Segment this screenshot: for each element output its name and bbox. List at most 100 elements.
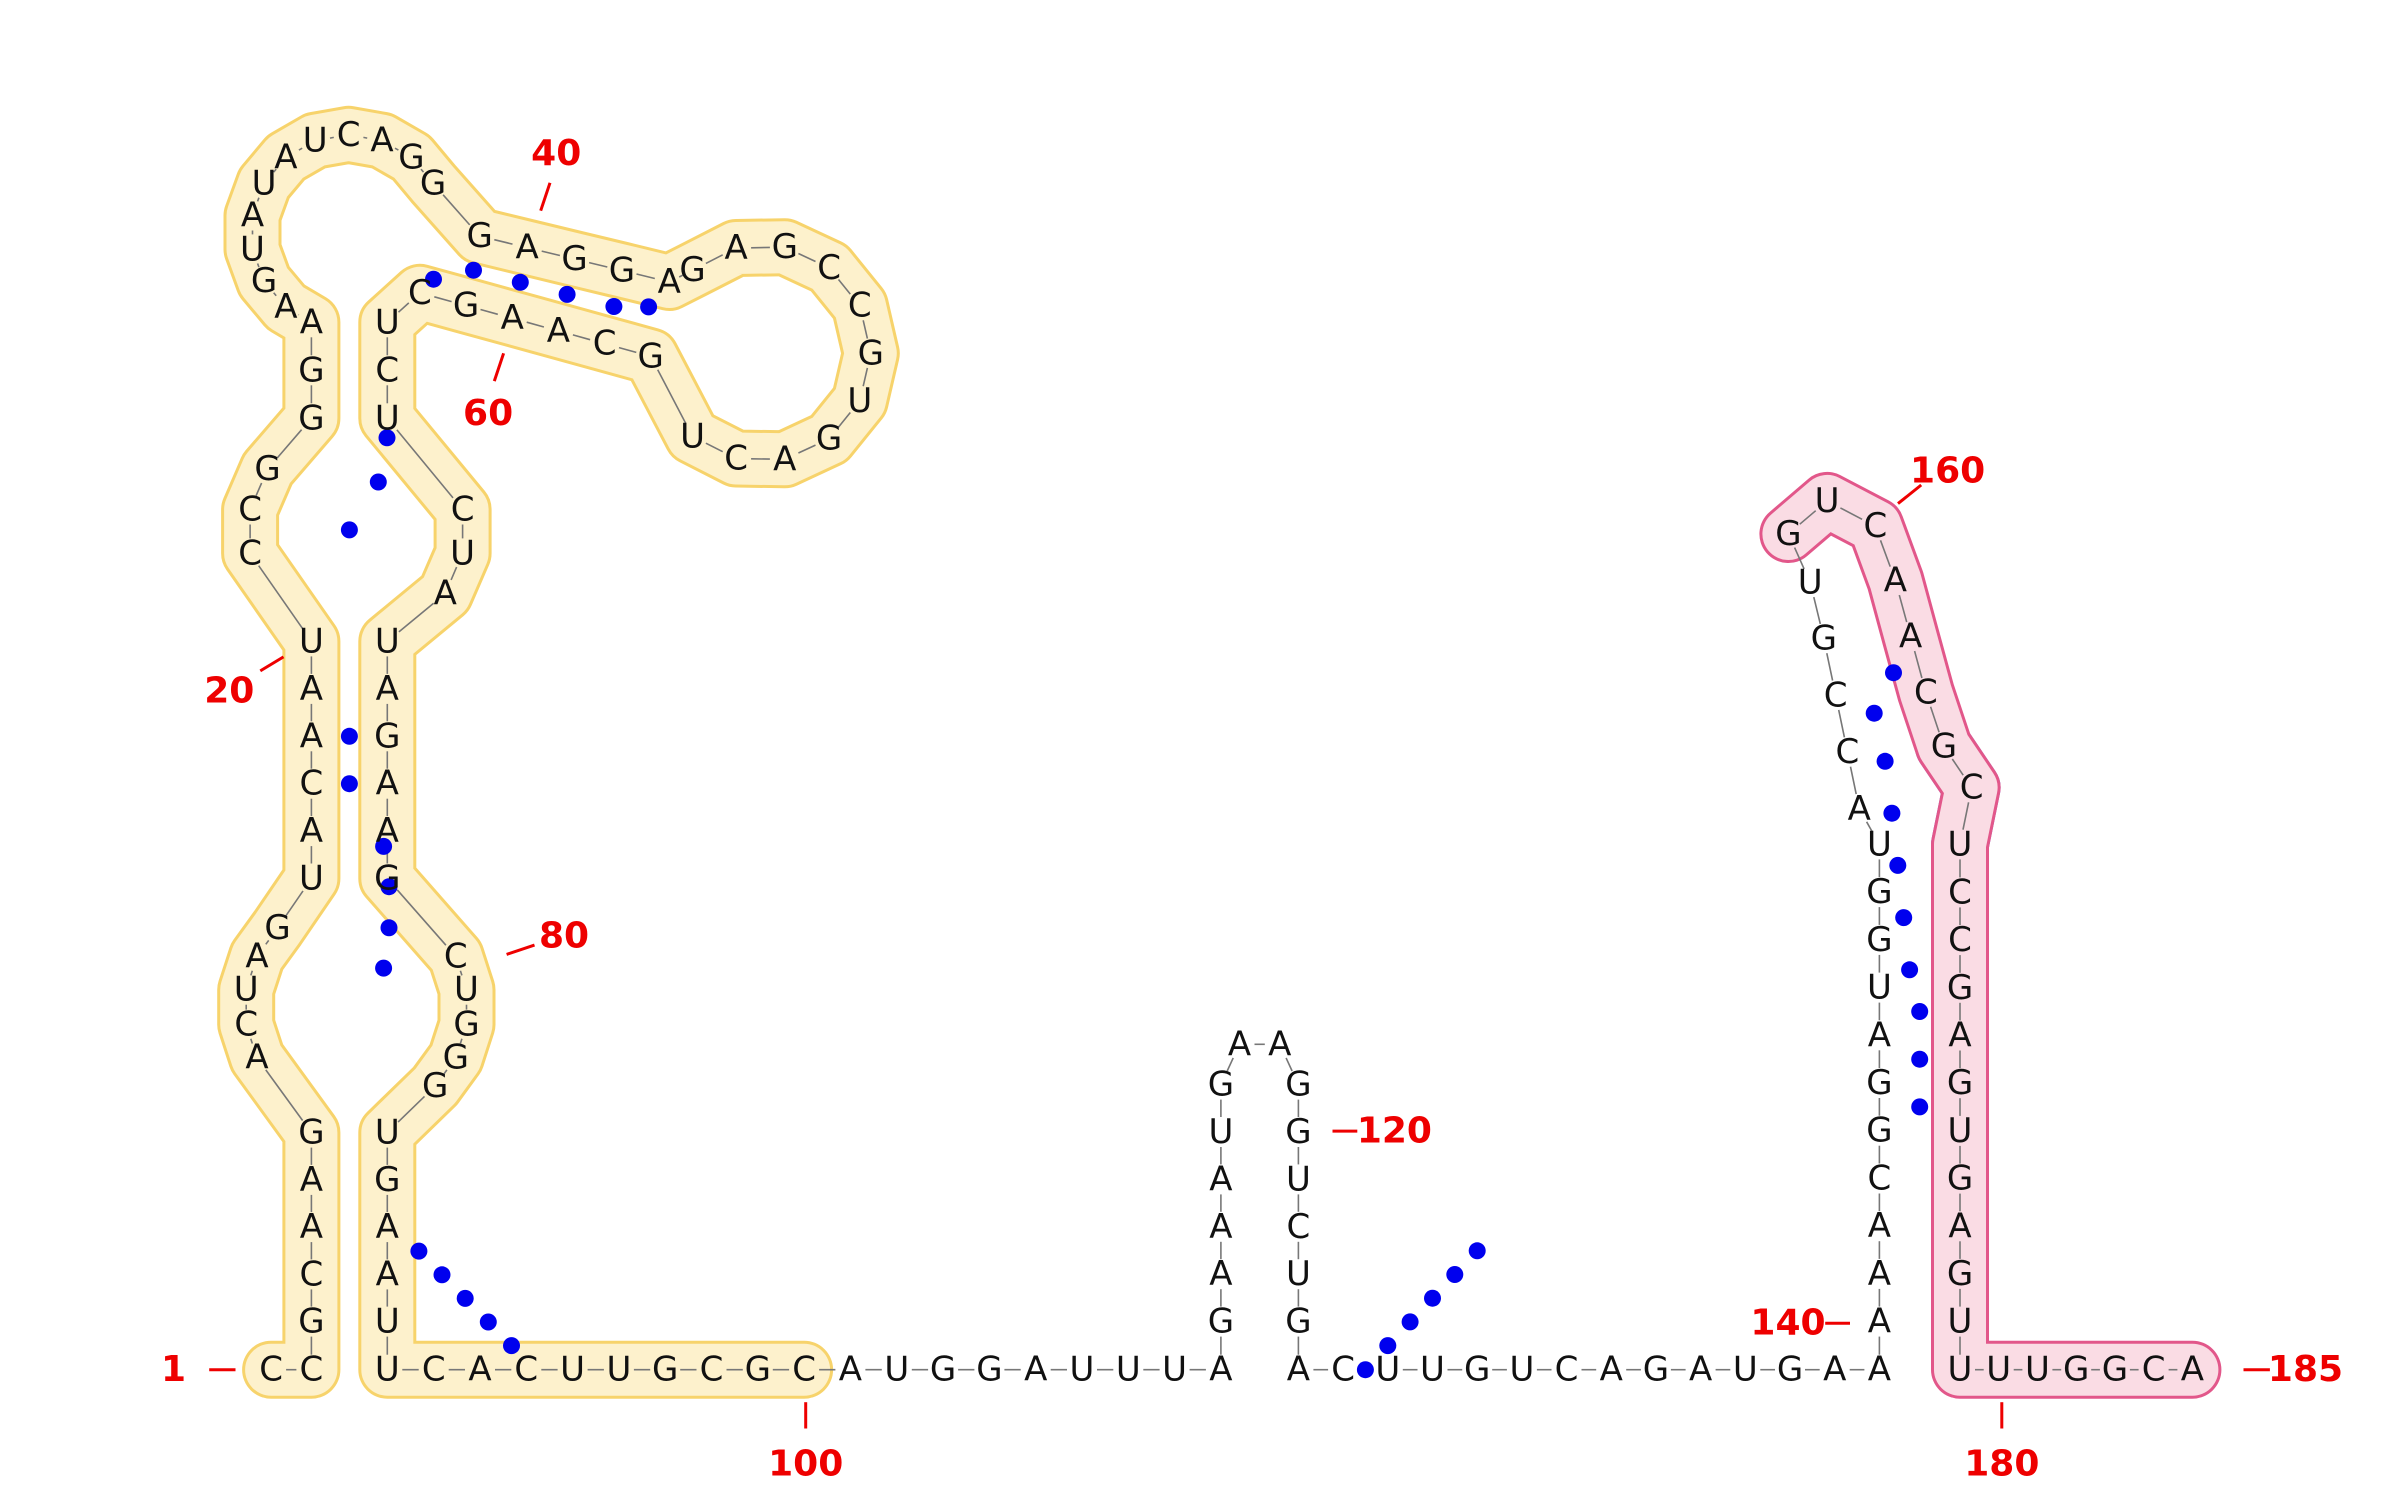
nucleotide: A (468, 1350, 491, 1390)
nucleotide: G (976, 1350, 1002, 1390)
nucleotide: A (1600, 1350, 1623, 1390)
nucleotide: U (1509, 1350, 1534, 1390)
nucleotide: C (375, 350, 399, 390)
base-pair-dot (457, 1290, 474, 1307)
nucleotide: A (376, 1207, 399, 1247)
nucleotide: C (238, 533, 262, 573)
nucleotide: G (298, 350, 324, 390)
nucleotide: U (375, 1350, 400, 1390)
base-pair-dot (640, 298, 657, 315)
nucleotide: A (1868, 1350, 1891, 1390)
nucleotide: C (1555, 1350, 1579, 1390)
base-pair-dot (1877, 753, 1894, 770)
base-pair-dot (1424, 1290, 1441, 1307)
nucleotide: C (300, 764, 324, 804)
nucleotide: G (1643, 1350, 1669, 1390)
position-label: 160 (1910, 451, 1985, 492)
nucleotide: C (700, 1350, 724, 1390)
highlight-region-pink-outline (1788, 501, 2192, 1370)
nucleotide: U (1948, 1302, 1973, 1342)
position-label-tick (541, 183, 550, 211)
nucleotide: U (1208, 1112, 1233, 1152)
nucleotide: C (337, 115, 361, 155)
base-pair-dot (410, 1243, 427, 1260)
nucleotide: U (1420, 1350, 1445, 1390)
nucleotide: A (501, 298, 524, 338)
nucleotide: G (638, 336, 664, 376)
nucleotide: C (1948, 920, 1972, 960)
base-pairs (341, 262, 1928, 1379)
nucleotide: G (679, 250, 705, 290)
nucleotide: G (374, 1160, 400, 1200)
nucleotide: A (1868, 1254, 1891, 1294)
nucleotide: A (300, 716, 323, 756)
position-label-tick (260, 657, 283, 671)
nucleotide: A (1848, 789, 1871, 829)
base-pair-dot (370, 474, 387, 491)
position-label: 1 (161, 1349, 186, 1390)
base-pair-dot (1911, 1098, 1928, 1115)
nucleotide: U (680, 416, 705, 456)
nucleotide: C (1287, 1207, 1311, 1247)
nucleotide: A (300, 1207, 323, 1247)
position-label-tick (507, 945, 535, 954)
nucleotide: A (1209, 1207, 1232, 1247)
nucleotide: C (792, 1350, 816, 1390)
backbone-link (363, 137, 367, 138)
nucleotide: U (1286, 1159, 1311, 1199)
position-label: 140 (1750, 1303, 1825, 1344)
nucleotide: G (374, 716, 400, 756)
nucleotide: U (884, 1350, 909, 1390)
nucleotide: C (259, 1350, 283, 1390)
nucleotide: U (1948, 824, 1973, 864)
nucleotide: U (252, 164, 277, 204)
base-pair-dot (1911, 1003, 1928, 1020)
nucleotide: G (1931, 727, 1957, 767)
nucleotide: C (1914, 673, 1938, 713)
nucleotide: G (1866, 872, 1892, 912)
base-pair-dot (375, 960, 392, 977)
nucleotide: G (609, 251, 635, 291)
nucleotide: A (773, 439, 796, 479)
nucleotide: G (1947, 968, 1973, 1008)
nucleotide: A (2181, 1350, 2204, 1390)
nucleotide: C (593, 324, 617, 364)
nucleotide: C (300, 1254, 324, 1294)
nucleotide: G (2102, 1350, 2128, 1390)
nucleotide: G (1775, 514, 1801, 554)
nucleotide: G (1464, 1350, 1490, 1390)
position-label: 100 (768, 1444, 843, 1485)
nucleotide: G (858, 333, 884, 373)
nucleotide: C (234, 1005, 258, 1045)
nucleotide: C (1864, 506, 1888, 546)
base-pair-dot (1402, 1313, 1419, 1330)
nucleotide: U (299, 621, 324, 661)
nucleotide: G (1285, 1302, 1311, 1342)
base-pair-dot (1895, 909, 1912, 926)
nucleotide: G (422, 1066, 448, 1106)
nucleotide: U (1375, 1350, 1400, 1390)
nucleotide: A (547, 311, 570, 351)
base-pair-dot (434, 1266, 451, 1283)
nucleotide: C (1960, 768, 1984, 808)
base-pair-dot (381, 919, 398, 936)
nucleotide: G (2063, 1350, 2089, 1390)
nucleotide: A (1209, 1159, 1232, 1199)
base-pair-dot (1469, 1242, 1486, 1259)
nucleotide: G (254, 449, 280, 489)
nucleotide: G (467, 216, 493, 256)
nucleotide: G (930, 1350, 956, 1390)
nucleotide: A (1823, 1350, 1846, 1390)
nucleotide: A (1268, 1024, 1291, 1064)
position-label: 180 (1964, 1444, 2039, 1485)
nucleotide: U (1798, 563, 1823, 603)
nucleotide: G (374, 859, 400, 899)
position-label: 60 (463, 393, 513, 434)
nucleotide: C (451, 490, 475, 530)
nucleotide: U (1867, 968, 1892, 1008)
nucleotide: A (1948, 1016, 1971, 1056)
nucleotide: U (1286, 1254, 1311, 1294)
nucleotide: G (1866, 920, 1892, 960)
nucleotide: A (434, 574, 457, 614)
nucleotide: G (1947, 1159, 1973, 1199)
